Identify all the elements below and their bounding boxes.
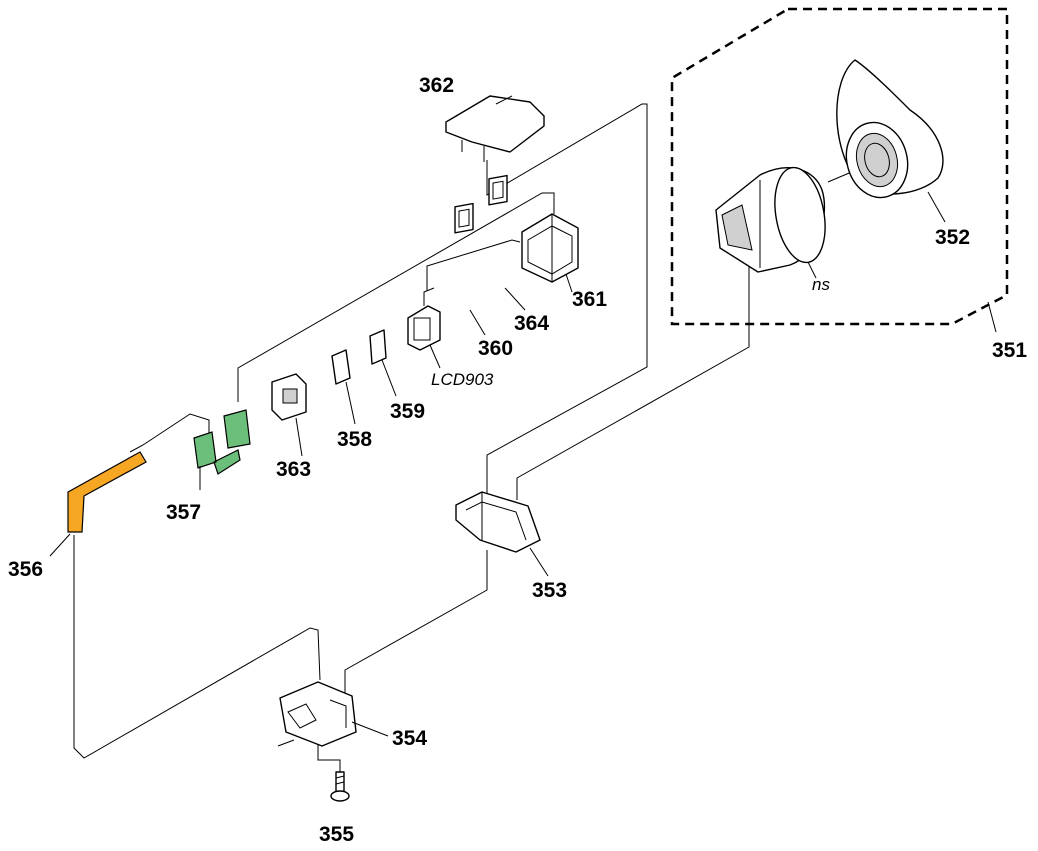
connector-lines — [73, 103, 869, 790]
label-lcd903: LCD903 — [431, 370, 494, 389]
part-353-cradle — [455, 491, 541, 553]
label-361: 361 — [572, 288, 607, 311]
label-360: 360 — [478, 337, 513, 360]
part-364-filter — [488, 174, 508, 206]
label-362: 362 — [419, 74, 454, 97]
label-356: 356 — [8, 558, 43, 581]
part-360-filter — [454, 202, 474, 234]
part-361-frame — [521, 213, 579, 283]
label-ns: ns — [812, 275, 830, 294]
label-364: 364 — [514, 312, 549, 335]
part-359-sheet — [369, 329, 387, 365]
lcd903-display — [407, 287, 441, 351]
part-356-flex-cable — [67, 451, 147, 533]
assembly-351-boundary — [670, 7, 1009, 326]
part-358-sheet — [331, 349, 351, 385]
label-355: 355 — [319, 823, 354, 846]
label-358: 358 — [337, 428, 372, 451]
label-357: 357 — [166, 501, 201, 524]
label-leaders — [49, 191, 997, 737]
part-362-bracket — [445, 95, 545, 162]
part-355-screw — [330, 771, 350, 802]
label-351: 351 — [992, 339, 1027, 362]
eyepiece-lens-body — [715, 166, 826, 273]
part-357-board — [193, 409, 251, 475]
label-354: 354 — [392, 727, 427, 750]
label-363: 363 — [276, 458, 311, 481]
part-354-bracket-assembly — [277, 681, 357, 747]
label-359: 359 — [390, 400, 425, 423]
eyecup-part-352 — [836, 59, 944, 199]
label-353: 353 — [532, 579, 567, 602]
part-363-holder — [271, 373, 307, 421]
label-352: 352 — [935, 226, 970, 249]
